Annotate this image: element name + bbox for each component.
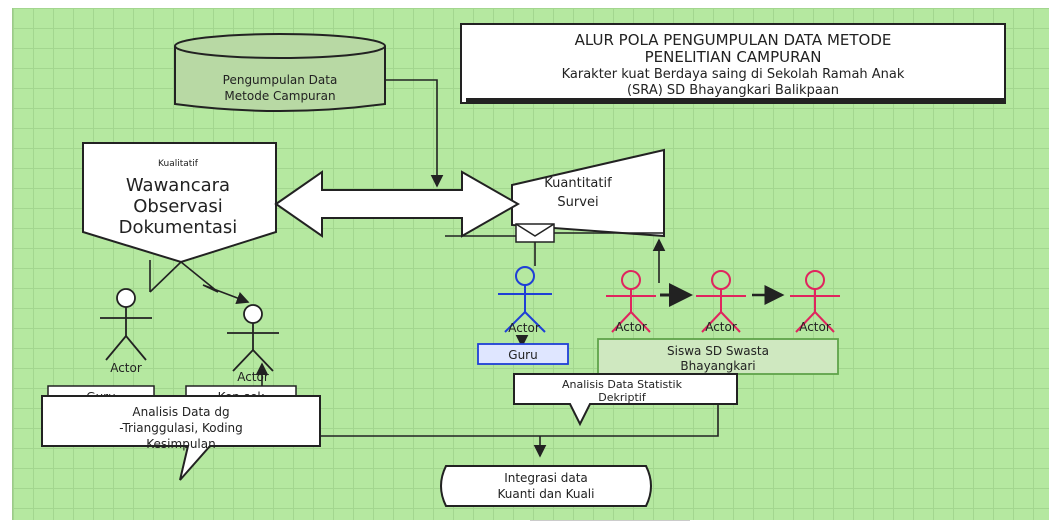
analysis-right-callout: Analisis Data Statistik Dekriptif	[513, 373, 738, 427]
analysis-left-callout: Analisis Data dg -Trianggulasi, Koding K…	[41, 395, 321, 481]
actor-blue-label: Actor	[508, 321, 540, 335]
svg-text:Bhayangkari: Bhayangkari	[680, 359, 755, 373]
label-guru-blue: Guru	[477, 343, 569, 365]
bottom-connector	[320, 404, 719, 437]
envelope-icon	[515, 223, 555, 243]
analysis-left-line3: Kesimpulan	[146, 437, 215, 451]
bottom-tab	[530, 520, 690, 532]
quantitative-line1: Kuantitatif	[544, 176, 612, 191]
analysis-left-line2: -Trianggulasi, Koding	[119, 421, 243, 435]
quantitative-shape: Kuantitatif Survei	[511, 148, 665, 238]
title-line2: PENELITIAN CAMPURAN	[645, 48, 822, 66]
actor-left2	[227, 304, 279, 372]
qualitative-line1: Wawancara	[126, 175, 230, 196]
actor-pink2-label: Actor	[705, 320, 737, 334]
actor-pink1-label: Actor	[615, 320, 647, 334]
actor-pink3	[790, 270, 840, 333]
svg-text:Guru: Guru	[508, 348, 537, 362]
qualitative-line3: Dokumentasi	[119, 217, 238, 238]
connector-cylinder	[385, 79, 444, 188]
actor-blue	[498, 266, 552, 333]
actor-pink3-label: Actor	[799, 320, 831, 334]
title-line4: (SRA) SD Bhayangkari Balikpaan	[627, 83, 839, 98]
actor-left1	[100, 288, 152, 361]
svg-text:Siswa SD Swasta: Siswa SD Swasta	[667, 344, 769, 358]
quantitative-line2: Survei	[557, 195, 598, 210]
title-line1: ALUR POLA PENGUMPULAN DATA METODE	[575, 31, 892, 49]
title-line3: Karakter kuat Berdaya saing di Sekolah R…	[562, 67, 905, 82]
actor-left1-label: Actor	[110, 361, 142, 375]
qualitative-shape: Kualitatif Wawancara Observasi Dokumenta…	[82, 142, 277, 264]
label-siswa: Siswa SD Swasta Bhayangkari	[597, 338, 839, 375]
data-collection-cylinder: Pengumpulan Data Metode Campuran	[174, 33, 386, 112]
double-arrow	[274, 170, 521, 238]
bottom-margin	[0, 520, 1054, 531]
lightning-connector	[149, 261, 248, 302]
actor-pink2	[696, 270, 746, 333]
integration-line1: Integrasi data	[504, 471, 588, 485]
actor-pink1	[606, 270, 656, 333]
analysis-right-line2: Dekriptif	[598, 391, 647, 404]
cylinder-line1: Pengumpulan Data	[223, 73, 338, 87]
cylinder-line2: Metode Campuran	[224, 89, 335, 103]
integration-line2: Kuanti dan Kuali	[498, 487, 595, 501]
qualitative-line2: Observasi	[133, 196, 223, 217]
actor-left2-label: Actor	[237, 370, 269, 384]
qualitative-label: Kualitatif	[158, 159, 199, 169]
analysis-right-line1: Analisis Data Statistik	[562, 378, 683, 391]
integration-shape: Integrasi data Kuanti dan Kuali	[440, 465, 652, 507]
title-box: ALUR POLA PENGUMPULAN DATA METODE PENELI…	[460, 23, 1006, 104]
analysis-left-line1: Analisis Data dg	[132, 405, 229, 419]
